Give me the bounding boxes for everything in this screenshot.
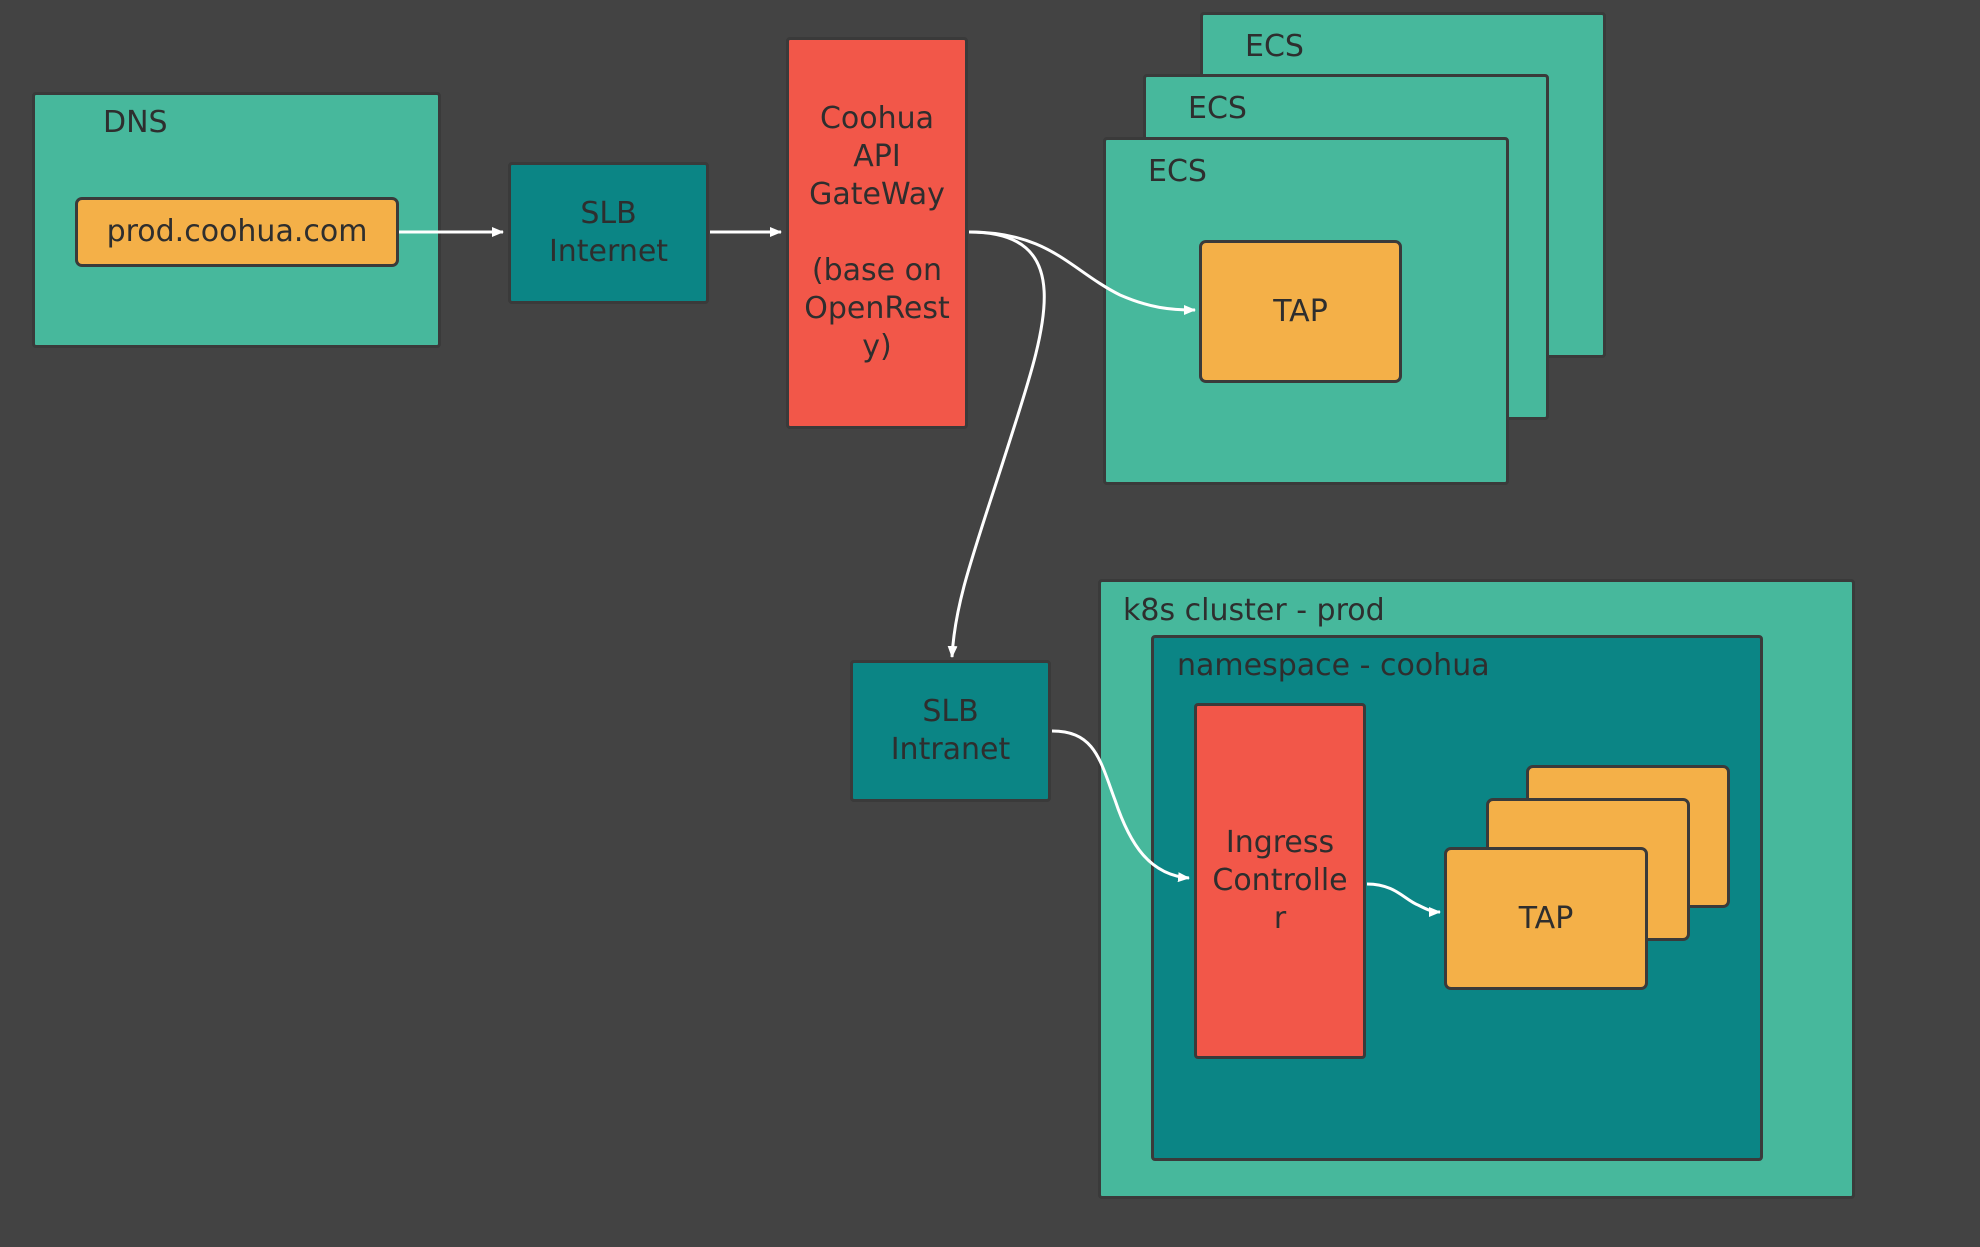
ecs-back-label: ECS <box>1245 29 1304 64</box>
ecs-tap-node[interactable]: TAP <box>1199 240 1402 383</box>
api-gateway-node[interactable]: Coohua API GateWay (base on OpenRest y) <box>786 37 968 429</box>
ecs-front-label: ECS <box>1148 154 1207 189</box>
api-gateway-note: (base on OpenRest y) <box>804 253 950 364</box>
slb-intranet-node[interactable]: SLB Intranet <box>850 660 1051 802</box>
dns-domain-node[interactable]: prod.coohua.com <box>75 197 399 267</box>
ingress-controller-node[interactable]: Ingress Controlle r <box>1194 703 1366 1059</box>
ecs-middle-label: ECS <box>1188 91 1247 126</box>
tap-pod-front[interactable]: TAP <box>1444 847 1648 990</box>
api-gateway-title: Coohua API GateWay <box>809 101 945 212</box>
namespace-label: namespace - coohua <box>1177 648 1490 683</box>
slb-internet-node[interactable]: SLB Internet <box>508 162 709 304</box>
dns-title: DNS <box>103 105 168 140</box>
k8s-cluster-label: k8s cluster - prod <box>1123 593 1385 628</box>
